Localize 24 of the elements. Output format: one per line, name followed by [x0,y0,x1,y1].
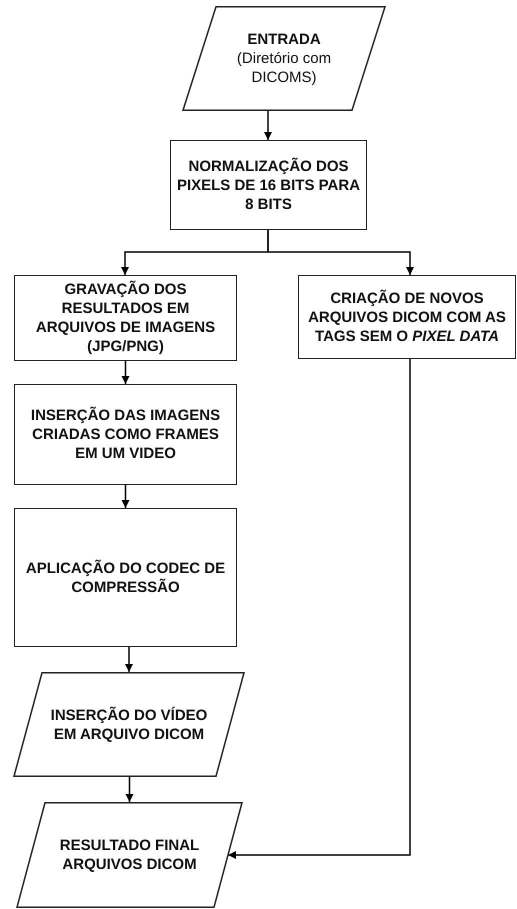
node-label: NORMALIZAÇÃO DOS PIXELS DE 16 BITS PARA 8 BITS [176,156,362,214]
node-label: CRIAÇÃO DE NOVOS ARQUIVOS DICOM COM AS TAGS SEM O PIXEL DATA [307,288,507,346]
node-subtitle: (Diretório com DICOMS) [236,49,332,87]
node-label: RESULTADO FINAL ARQUIVOS DICOM [58,836,200,874]
arrow [126,777,134,802]
process-box [298,275,516,359]
node-label: INSERÇÃO DO VÍDEO EM ARQUIVO DICOM [50,706,208,744]
io-parallelogram [14,672,244,777]
input-parallelogram [183,6,385,111]
node-label: GRAVAÇÃO DOS RESULTADOS EM ARQUIVOS DE IMAGENS (JPG/PNG) [34,280,216,356]
arrow [267,230,414,275]
node-label: APLICAÇÃO DO CODEC DE COMPRESSÃO [24,558,226,596]
process-box [170,140,367,230]
process-box [14,508,237,647]
output-parallelogram [17,802,242,908]
node-label: INSERÇÃO DAS IMAGENS CRIADAS COMO FRAMES EM UM VIDEO [30,406,222,463]
arrow [122,485,130,508]
arrow [264,111,272,140]
process-box [14,384,237,485]
node-label: ENTRADA [247,30,321,49]
process-box [14,275,237,361]
arrow [228,359,411,859]
arrow [122,361,130,384]
arrow [125,647,133,672]
